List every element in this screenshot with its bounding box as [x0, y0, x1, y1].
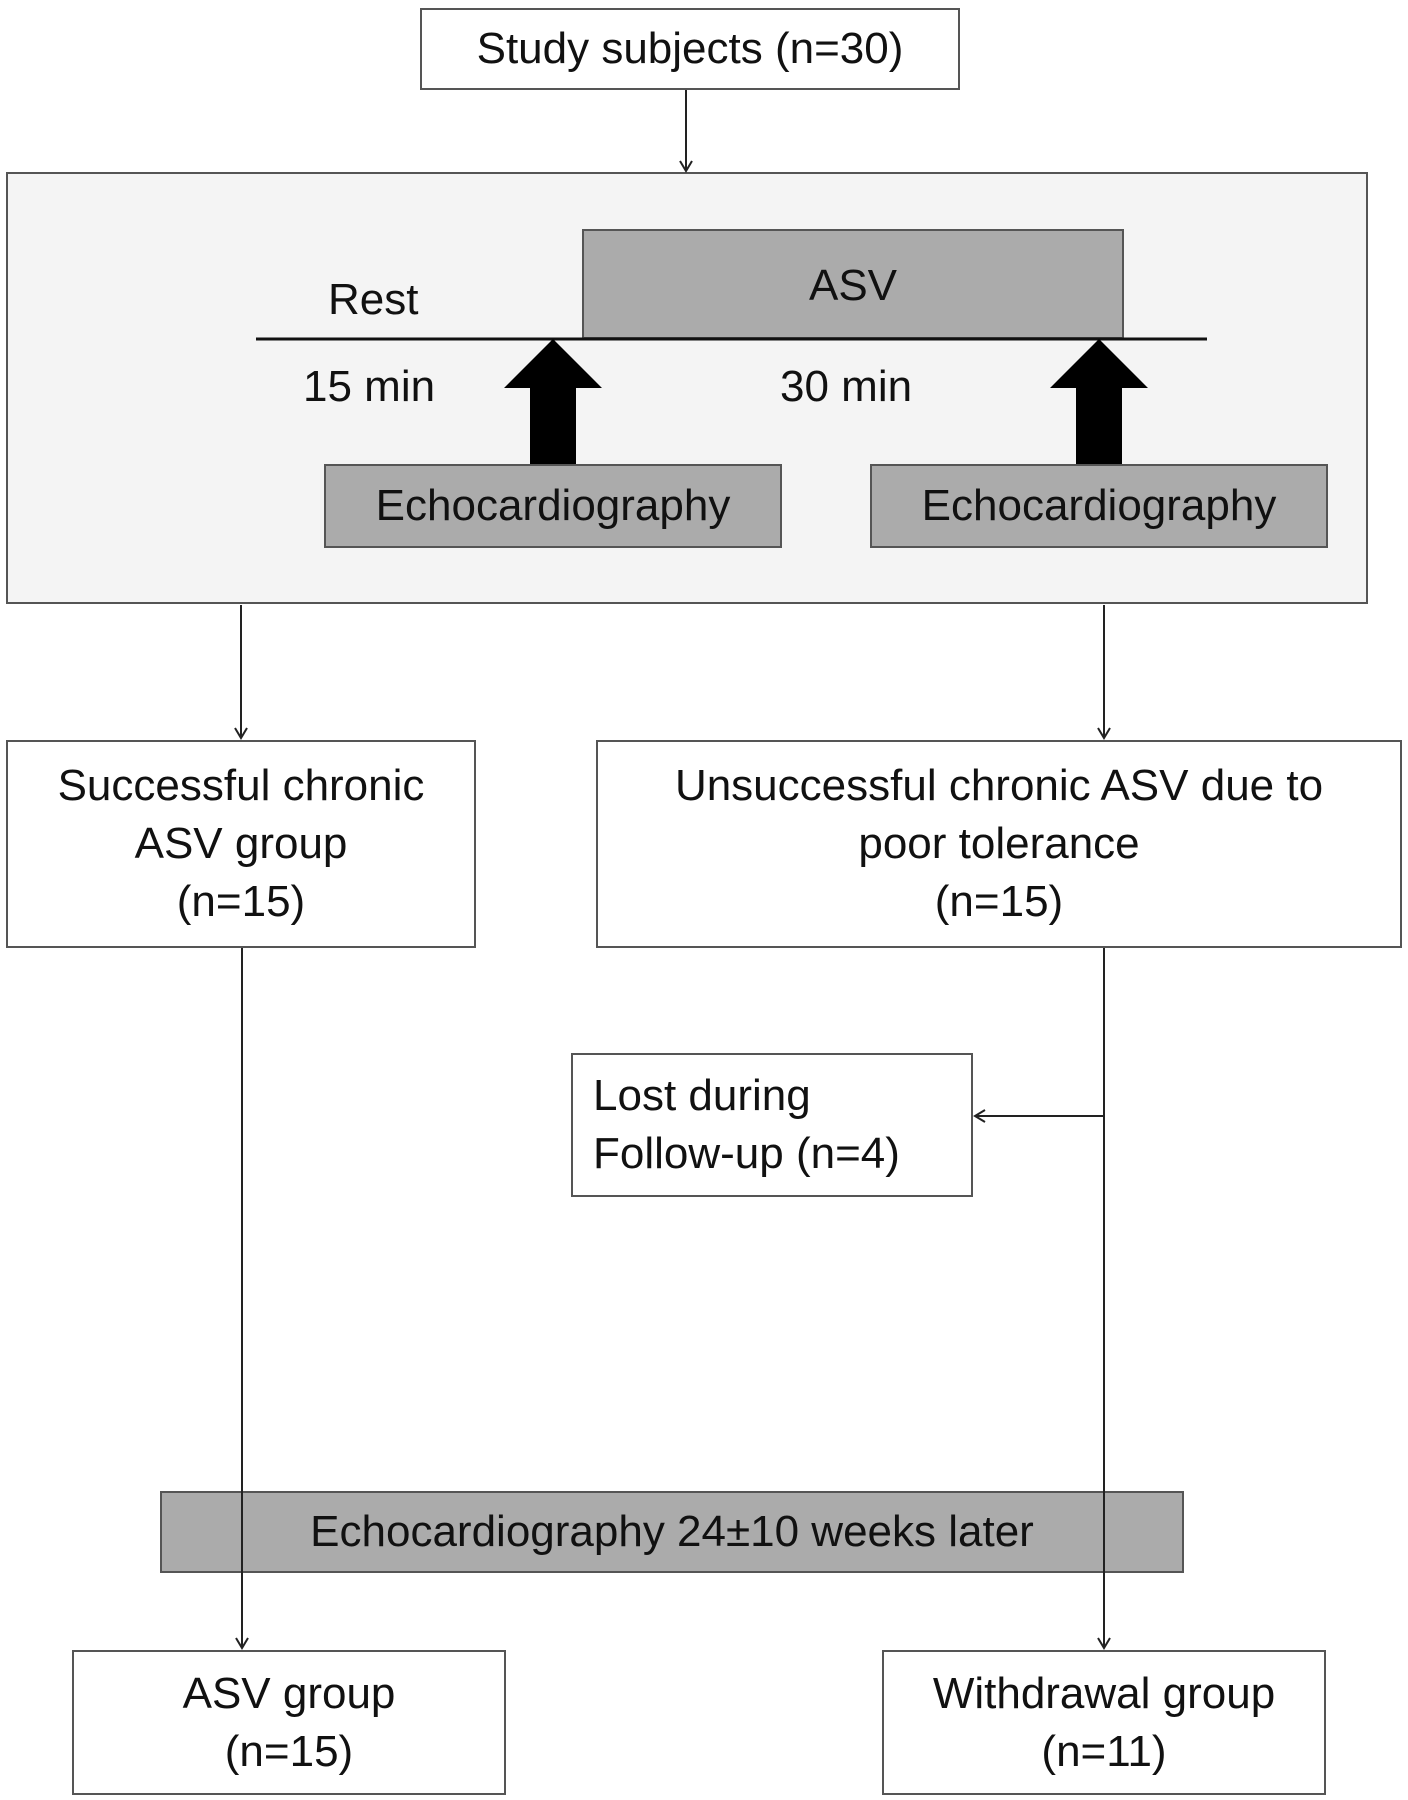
asv-group-line2: (n=15) [224, 1726, 354, 1776]
withdrawal-group-line1: Withdrawal group [932, 1668, 1276, 1718]
successful-group-line2: ASV group [134, 819, 348, 868]
lost-followup-line2: Follow-up (n=4) [593, 1129, 900, 1178]
echo-after-box: Echocardiography [870, 464, 1328, 548]
unsuccessful-group-line3: (n=15) [934, 877, 1064, 926]
unsuccessful-group-line1: Unsuccessful chronic ASV due to [674, 761, 1324, 810]
unsuccessful-group-box: Unsuccessful chronic ASV due to poor tol… [596, 740, 1402, 948]
echo-after-label: Echocardiography [921, 481, 1277, 530]
successful-group-line1: Successful chronic [57, 761, 425, 810]
followup-echo-bar: Echocardiography 24±10 weeks later [160, 1491, 1184, 1573]
lost-followup-line1: Lost during [593, 1071, 811, 1120]
asv-label: ASV [808, 261, 898, 310]
lost-followup-box: Lost during Follow-up (n=4) [571, 1053, 973, 1197]
withdrawal-group-box: Withdrawal group (n=11) [882, 1650, 1326, 1795]
echo-before-box: Echocardiography [324, 464, 782, 548]
study-subjects-box: Study subjects (n=30) [420, 8, 960, 90]
unsuccessful-group-line2: poor tolerance [858, 819, 1140, 868]
asv-bar: ASV [582, 229, 1124, 339]
rest-label: Rest [328, 275, 419, 324]
rest-duration-label: 15 min [303, 362, 436, 411]
successful-group-line3: (n=15) [176, 877, 306, 926]
asv-group-box: ASV group (n=15) [72, 1650, 506, 1795]
followup-echo-label: Echocardiography 24±10 weeks later [310, 1507, 1034, 1556]
asv-duration-label: 30 min [780, 362, 913, 411]
echo-before-label: Echocardiography [375, 481, 731, 530]
withdrawal-group-line2: (n=11) [1041, 1726, 1167, 1776]
successful-group-box: Successful chronic ASV group (n=15) [6, 740, 476, 948]
asv-group-line1: ASV group [182, 1668, 396, 1718]
study-subjects-label: Study subjects (n=30) [476, 24, 904, 73]
